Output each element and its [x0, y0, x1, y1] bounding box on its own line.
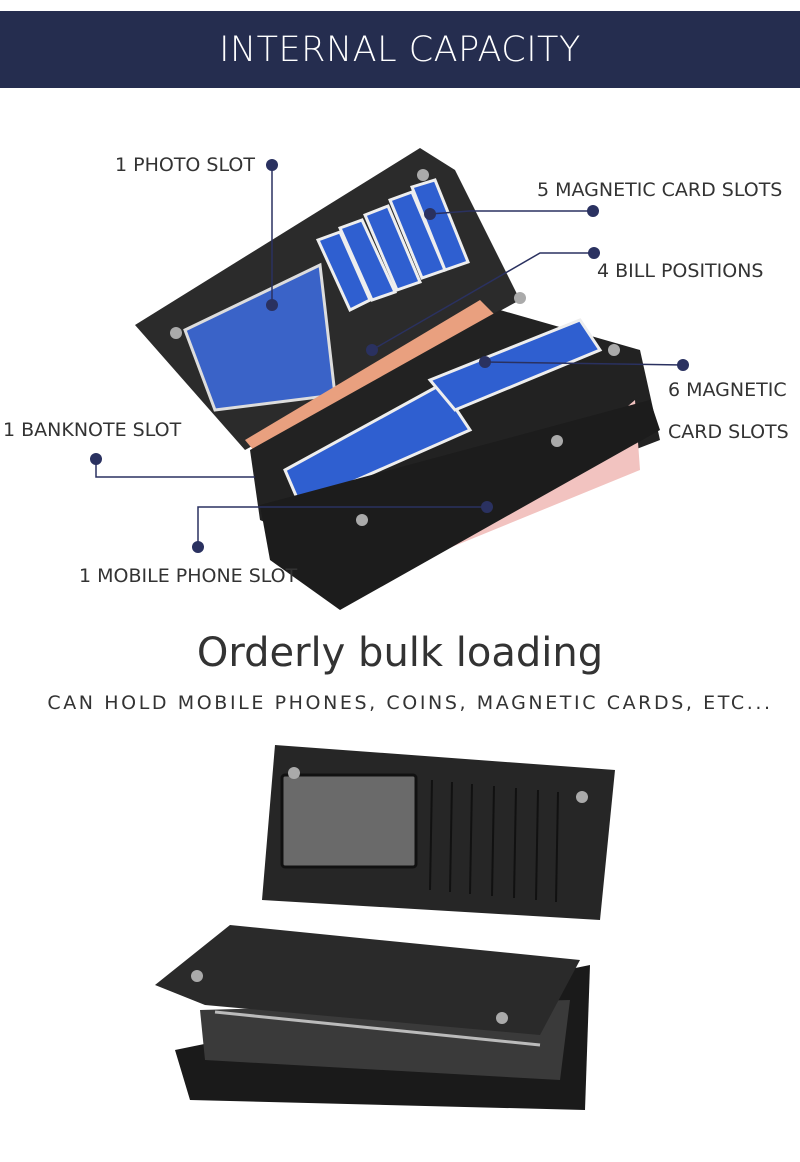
callout-dot: [481, 501, 493, 513]
callout-dot: [266, 299, 278, 311]
callout-dot: [366, 344, 378, 356]
section-title: Orderly bulk loading: [196, 630, 604, 676]
callout-dot: [266, 159, 278, 171]
wallet-open-filled-image: [95, 148, 684, 610]
label-banknote-slot: 1 BANKNOTE SLOT: [3, 419, 182, 441]
callout-dot: [192, 541, 204, 553]
label-card-slots: CARD SLOTS: [668, 421, 789, 443]
callout-dot: [424, 208, 436, 220]
label-bill-positions: 4 BILL POSITIONS: [597, 260, 764, 282]
section-subtitle: CAN HOLD MOBILE PHONES, COINS, MAGNETIC …: [47, 692, 773, 714]
callout-dot: [479, 356, 491, 368]
callout-dot: [587, 205, 599, 217]
label-6-magnetic: 6 MAGNETIC: [668, 379, 787, 401]
label-mobile-phone-slot: 1 MOBILE PHONE SLOT: [79, 565, 298, 587]
label-photo-slot: 1 PHOTO SLOT: [115, 154, 255, 176]
callout-dot: [677, 359, 689, 371]
callout-dot: [588, 247, 600, 259]
label-5-magnetic-card-slots: 5 MAGNETIC CARD SLOTS: [537, 179, 783, 201]
banner-title: INTERNAL CAPACITY: [219, 29, 581, 70]
header-banner: INTERNAL CAPACITY: [0, 11, 800, 88]
callout-dot: [90, 453, 102, 465]
